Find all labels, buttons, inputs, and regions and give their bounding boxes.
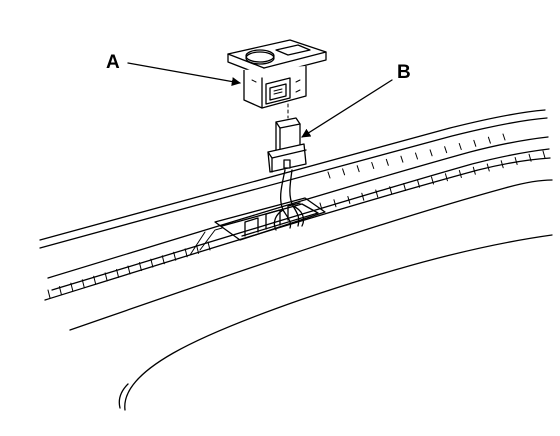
strip-tick: [403, 183, 407, 191]
strip-tick: [415, 152, 418, 160]
strip-tick: [138, 262, 142, 272]
strip-tick: [472, 166, 476, 175]
panel-outline: [39, 109, 553, 411]
strip-tick: [429, 149, 433, 157]
leader-b: [301, 79, 393, 138]
strip-ticks: [47, 133, 546, 299]
callout-label-b: B: [397, 62, 411, 83]
strip-tick: [356, 165, 360, 173]
leader-a: [127, 62, 241, 87]
strip-tick: [70, 282, 74, 292]
strip-tick: [347, 196, 351, 204]
callout-label-a: A: [106, 52, 120, 73]
strip-tick: [207, 241, 211, 251]
strip-tick: [400, 155, 404, 163]
strip-tick: [444, 146, 448, 154]
strip-tick: [173, 251, 177, 261]
strip-tick: [486, 163, 490, 172]
strip-tick: [528, 153, 532, 162]
strip-tick: [58, 286, 62, 296]
strip-tick: [458, 143, 462, 150]
strip-tick: [514, 157, 518, 165]
connector-b: [267, 117, 307, 173]
strip-tick: [342, 168, 346, 176]
strip-tick: [444, 173, 448, 182]
strip-tick: [319, 202, 323, 211]
strip-tick: [458, 170, 462, 178]
strip-tick: [487, 136, 491, 144]
strip-tick: [500, 160, 504, 169]
strip-tick: [431, 176, 434, 185]
strip-tick: [47, 289, 51, 299]
strip-tick: [104, 272, 108, 282]
switch-opening: [189, 197, 326, 256]
strip-tick: [473, 139, 477, 147]
wire-harness: [273, 169, 305, 231]
strip-tick: [93, 275, 97, 285]
strip-tick: [333, 199, 337, 208]
strip-tick: [127, 265, 131, 275]
switch-a: [227, 39, 327, 109]
strip-tick: [502, 133, 506, 141]
strip-tick: [150, 258, 154, 268]
strip-tick: [116, 268, 120, 278]
strip-tick: [196, 244, 200, 254]
strip-tick: [81, 279, 85, 289]
strip-tick: [371, 162, 375, 169]
strip-tick: [389, 186, 393, 195]
strip-tick: [161, 255, 165, 265]
callout-leaders: [127, 62, 393, 138]
strip-tick: [375, 189, 379, 198]
strip-tick: [361, 192, 365, 201]
strip-tick: [327, 171, 331, 179]
strip-tick: [542, 150, 546, 159]
strip-tick: [385, 158, 389, 166]
strip-tick: [417, 179, 421, 188]
strip-tick: [184, 248, 188, 258]
